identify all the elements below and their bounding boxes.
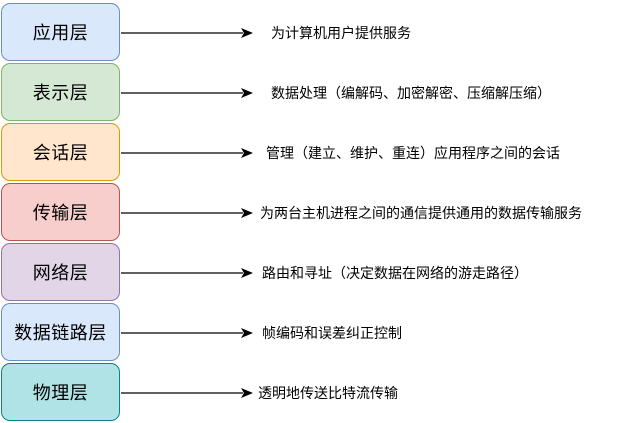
arrow-icon xyxy=(121,25,253,41)
layer-description-session: 管理（建立、维护、重连）应用程序之间的会话 xyxy=(266,146,560,162)
layer-row-session: 会话层 管理（建立、维护、重连）应用程序之间的会话 xyxy=(0,123,631,183)
arrow-icon xyxy=(121,265,253,281)
layer-box-network: 网络层 xyxy=(1,243,120,301)
layer-description-network: 路由和寻址（决定数据在网络的游走路径） xyxy=(262,266,528,282)
layer-description-application: 为计算机用户提供服务 xyxy=(271,26,411,42)
layer-row-network: 网络层 路由和寻址（决定数据在网络的游走路径） xyxy=(0,243,631,303)
layer-box-application: 应用层 xyxy=(1,3,120,61)
layer-row-presentation: 表示层 数据处理（编解码、加密解密、压缩解压缩） xyxy=(0,63,631,123)
layer-row-application: 应用层 为计算机用户提供服务 xyxy=(0,3,631,63)
layer-box-physical: 物理层 xyxy=(1,363,120,421)
arrow-icon xyxy=(121,145,253,161)
layer-box-data-link: 数据链路层 xyxy=(1,303,120,361)
arrow-icon xyxy=(121,385,253,401)
layer-row-data-link: 数据链路层 帧编码和误差纠正控制 xyxy=(0,303,631,363)
arrow-icon xyxy=(121,85,253,101)
layer-description-presentation: 数据处理（编解码、加密解密、压缩解压缩） xyxy=(271,86,551,102)
arrow-icon xyxy=(121,205,253,221)
layer-box-transport: 传输层 xyxy=(1,183,120,241)
layer-row-physical: 物理层 透明地传送比特流传输 xyxy=(0,363,631,423)
layer-box-presentation: 表示层 xyxy=(1,63,120,121)
layer-description-transport: 为两台主机进程之间的通信提供通用的数据传输服务 xyxy=(260,206,582,222)
layer-box-session: 会话层 xyxy=(1,123,120,181)
layer-description-data-link: 帧编码和误差纠正控制 xyxy=(262,326,402,342)
layer-description-physical: 透明地传送比特流传输 xyxy=(258,386,398,402)
arrow-icon xyxy=(121,325,253,341)
layer-row-transport: 传输层 为两台主机进程之间的通信提供通用的数据传输服务 xyxy=(0,183,631,243)
